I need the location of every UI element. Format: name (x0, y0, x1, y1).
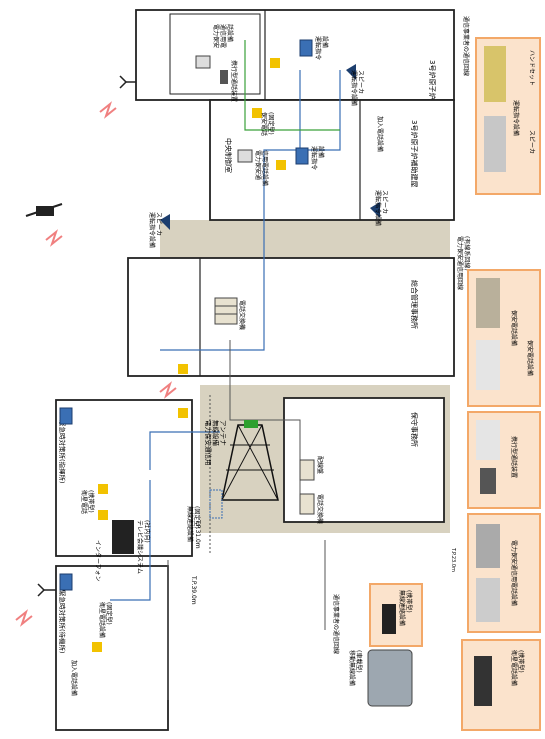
legend-power-comm (468, 514, 540, 632)
security-phone-fixed-label: 保安電話(固定型) (260, 112, 275, 136)
legend-satellite (462, 640, 540, 730)
legend-portable-label: 携行型通話装置 (510, 436, 518, 478)
general-admin-label: 総合管理事務所 (410, 280, 419, 329)
maintenance-office-label: 保守事務所 (410, 412, 419, 447)
emergency-subscriber-label: 加入電話設備 (70, 660, 78, 696)
telephone-exchange-icon (215, 298, 237, 324)
distribution-panel-icon (300, 460, 314, 480)
satellite-portable-label: 衛星電話(携帯型) (80, 490, 95, 514)
tp39-label: T.P.39.0m (190, 575, 197, 605)
power-comm-mid-icon (238, 150, 252, 162)
paging-device-mid-icon (296, 148, 308, 164)
legend-paging-sub1: スピーカ (528, 130, 535, 154)
legend-radio (370, 584, 422, 646)
portable-phone-label: 携行型通話装置 (230, 60, 238, 102)
antenna-top-icon (120, 76, 136, 88)
legend-security-sub1: 保安電話設備 (526, 340, 534, 376)
emergency-center-lower-label: 緊急時対策所(待機所) (58, 590, 67, 654)
paging-device-top-icon (300, 40, 312, 56)
tv-conference-icon (112, 520, 134, 554)
control-room-label: 中央制御室 (224, 138, 233, 173)
tp23-label: T.P.23.0m (450, 547, 456, 572)
legend-paging-label: 運転指令設備 (512, 100, 520, 136)
legend-paging-sub2: ハンドセット (528, 50, 535, 86)
interphone-label: インターフォン (94, 540, 102, 582)
speaker-left-label: 運転指令設備スピーカ (148, 212, 162, 248)
emergency-center-upper-label: 緊急時対策所(指揮所) (58, 420, 67, 484)
exchange-maint-label: 電話交換機 (316, 494, 324, 524)
telecom-line-top-label: 通信事業者の通信回線 (462, 16, 470, 76)
power-comm-top-icon (196, 56, 210, 68)
legend-security-label: 保安電話設備 (510, 310, 518, 346)
paging-device-emergency-icon (60, 408, 72, 424)
distribution-panel-label: 配線盤 (316, 456, 324, 474)
emergency-center-lower (56, 566, 168, 730)
subscriber-phone-label: 加入電話設備 (376, 116, 384, 152)
telephone-exchange-label: 電話交換機 (238, 300, 246, 330)
antenna-left-icon (38, 584, 56, 596)
telecom-line-label: 通信事業者の通信回線 (332, 594, 340, 654)
paging-device-emergency2-icon (60, 574, 72, 590)
vehicle-label: 移動無線設備(車載型) (348, 650, 363, 686)
exchange-maint-icon (300, 494, 314, 514)
satellite-icon (26, 204, 62, 216)
legend-security-phone (468, 270, 540, 406)
portable-phone-icon (220, 70, 228, 84)
general-admin-building (128, 258, 454, 376)
vehicle-icon (368, 650, 412, 706)
unit3-aux-label: 3号炉原子炉補助建屋 (410, 120, 419, 187)
legend-portable (468, 412, 540, 508)
legend-power-comm-label: 電力保安通信用電話設備 (510, 540, 518, 606)
